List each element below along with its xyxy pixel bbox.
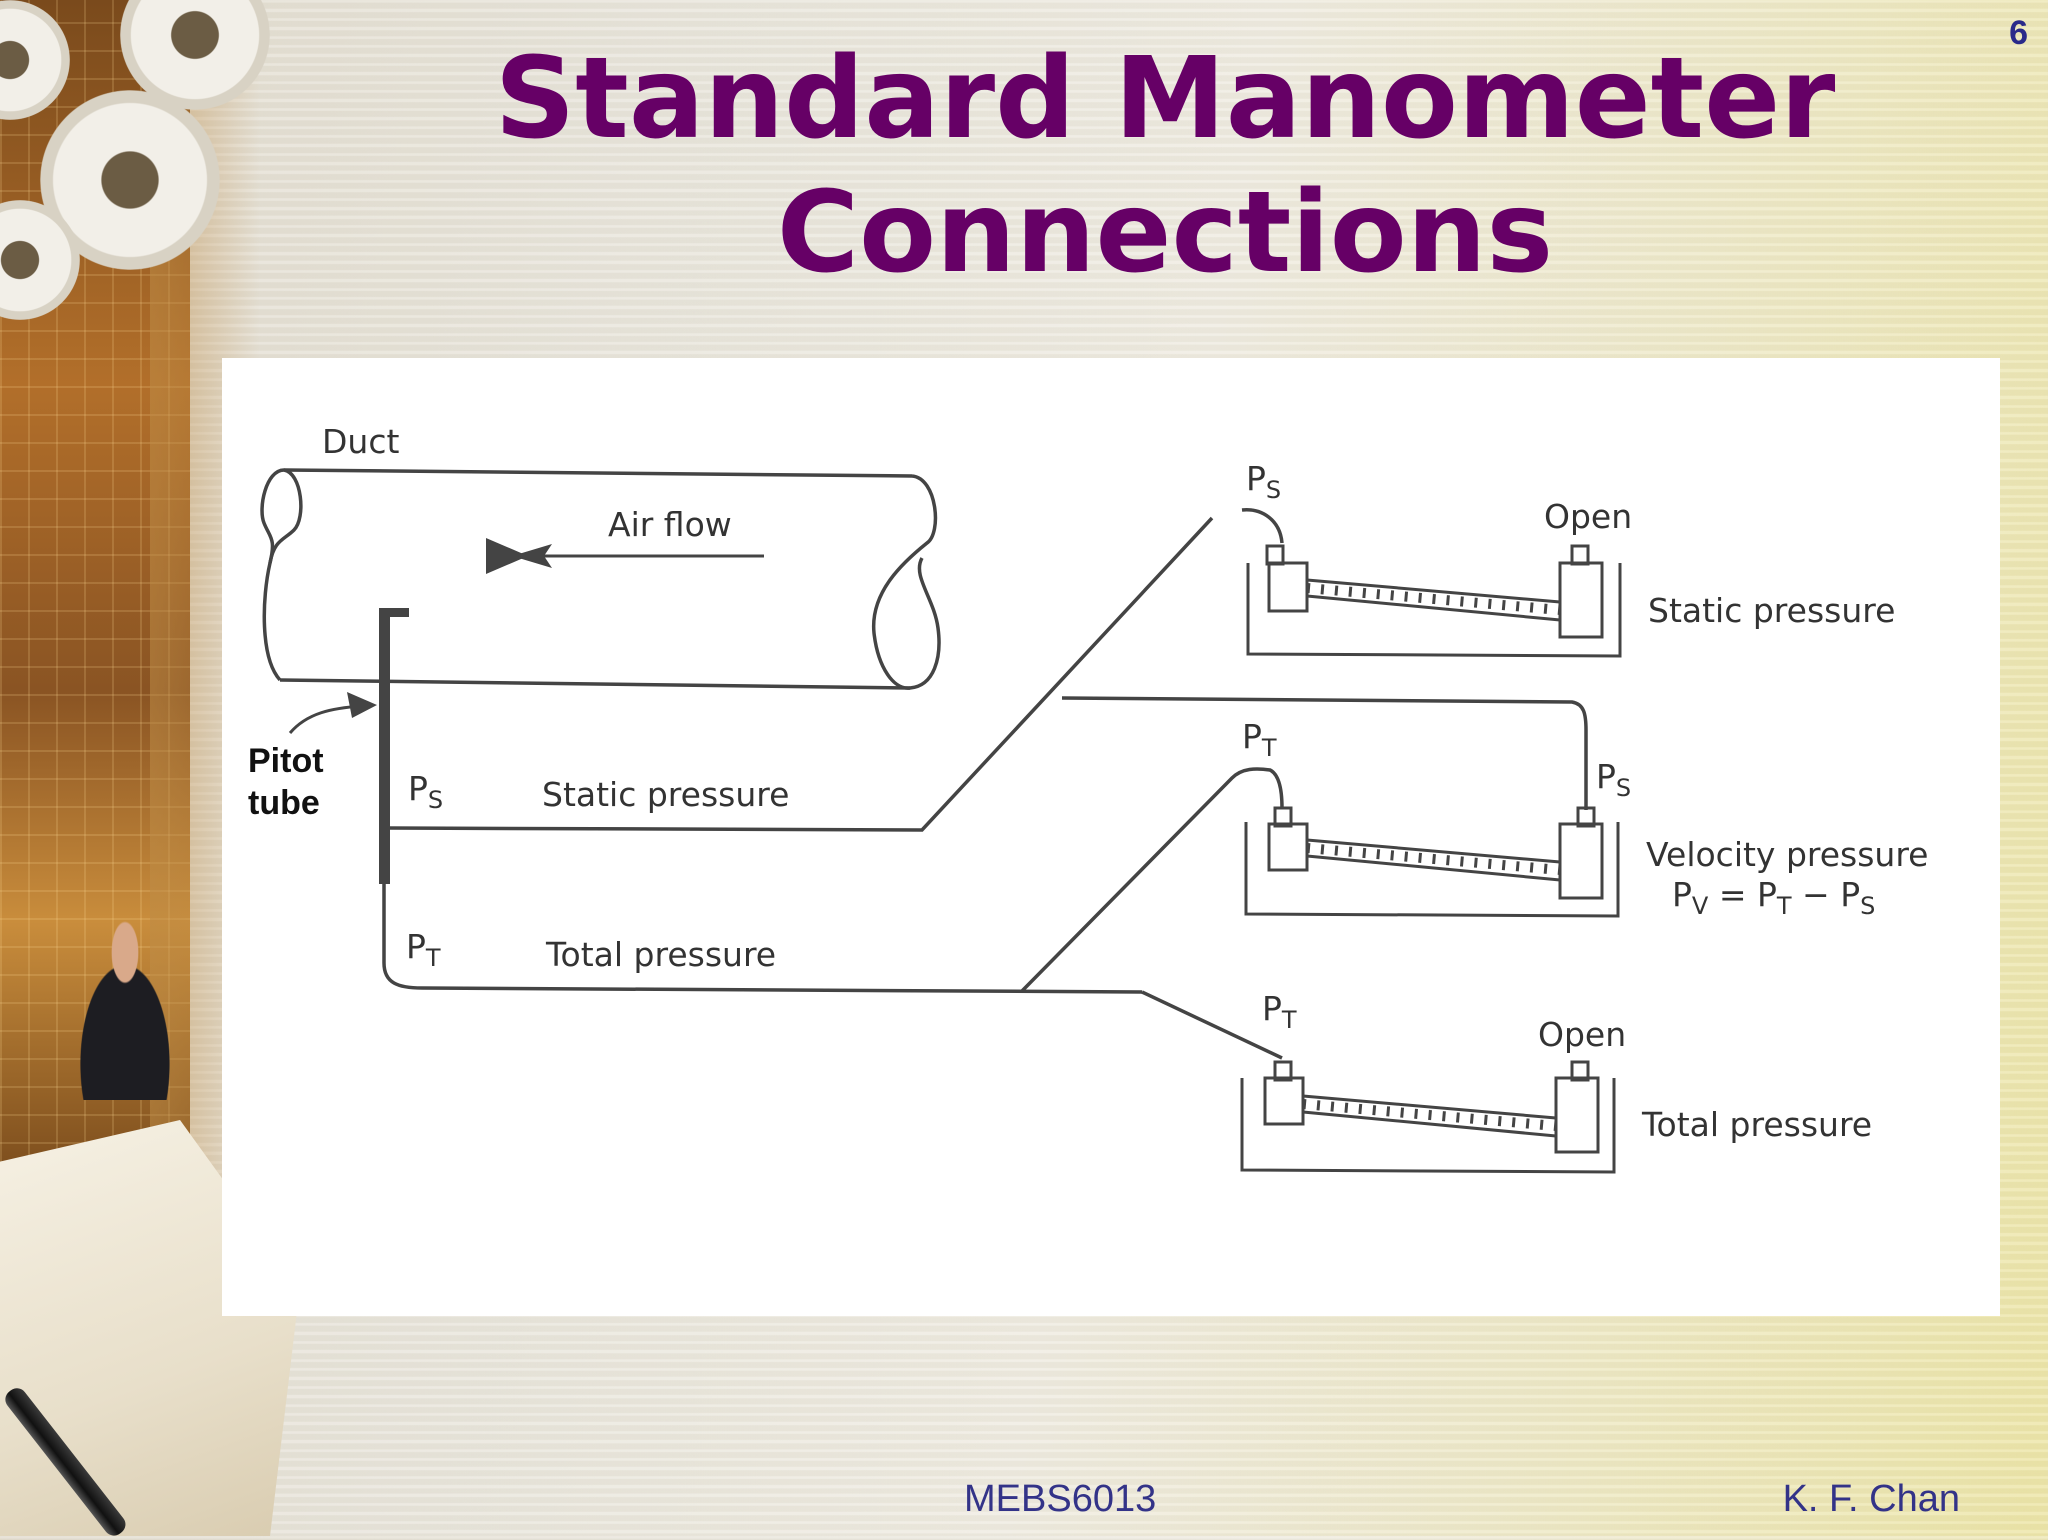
manometer-velocity [1244, 806, 1620, 918]
slide-title-line2: Connections [776, 168, 1554, 298]
air-flow-arrowhead [512, 544, 552, 568]
manometer2-caption: Velocity pressure [1646, 835, 1928, 874]
manometer3-left-symbol: PT [1262, 989, 1297, 1034]
manometer-static [1246, 544, 1622, 658]
total-branch-to-velocity [1020, 767, 1284, 993]
pitot-tube [379, 608, 409, 884]
pitot-pointer-arrowhead [347, 692, 377, 718]
velocity-formula: PV = PT − PS [1672, 875, 1875, 920]
static-line-label: Static pressure [542, 775, 789, 814]
total-line-label: Total pressure [545, 935, 776, 974]
slide-title-line1: Standard Manometer [494, 34, 1836, 164]
duct-shape [260, 468, 941, 690]
manometer3-caption: Total pressure [1641, 1105, 1872, 1144]
businessman-image [60, 920, 190, 1100]
manometer1-open-label: Open [1544, 497, 1632, 536]
air-flow-label: Air flow [608, 505, 732, 544]
pitot-label-line1: Pitot [248, 742, 324, 780]
total-branch-to-total [1141, 990, 1283, 1060]
manometer-diagram: Duct Air flow Pitot tube PS Static press… [222, 358, 2000, 1316]
manometer2-left-symbol: PT [1242, 717, 1277, 762]
manometer2-right-symbol: PS [1596, 757, 1631, 802]
static-branch-to-velocity [1061, 696, 1588, 810]
manometer-total [1240, 1060, 1616, 1174]
slide-title: Standard Manometer Connections [330, 32, 2000, 300]
footer-course-code: MEBS6013 [964, 1478, 1157, 1520]
footer-author: K. F. Chan [1782, 1478, 1960, 1520]
total-line-symbol: PT [406, 927, 441, 972]
manometer-diagram-svg: Duct Air flow Pitot tube PS Static press… [248, 422, 1928, 1174]
manometer3-open-label: Open [1538, 1015, 1626, 1054]
static-line-to-manometer1 [1241, 508, 1284, 544]
manometer1-caption: Static pressure [1648, 591, 1895, 630]
manometer1-left-symbol: PS [1246, 459, 1281, 504]
static-pressure-line [387, 516, 1214, 832]
static-line-symbol: PS [408, 769, 443, 814]
total-pressure-line [382, 884, 1143, 994]
pitot-label-line2: tube [248, 784, 320, 822]
duct-label: Duct [322, 422, 399, 461]
slide-number: 6 [2009, 14, 2028, 52]
